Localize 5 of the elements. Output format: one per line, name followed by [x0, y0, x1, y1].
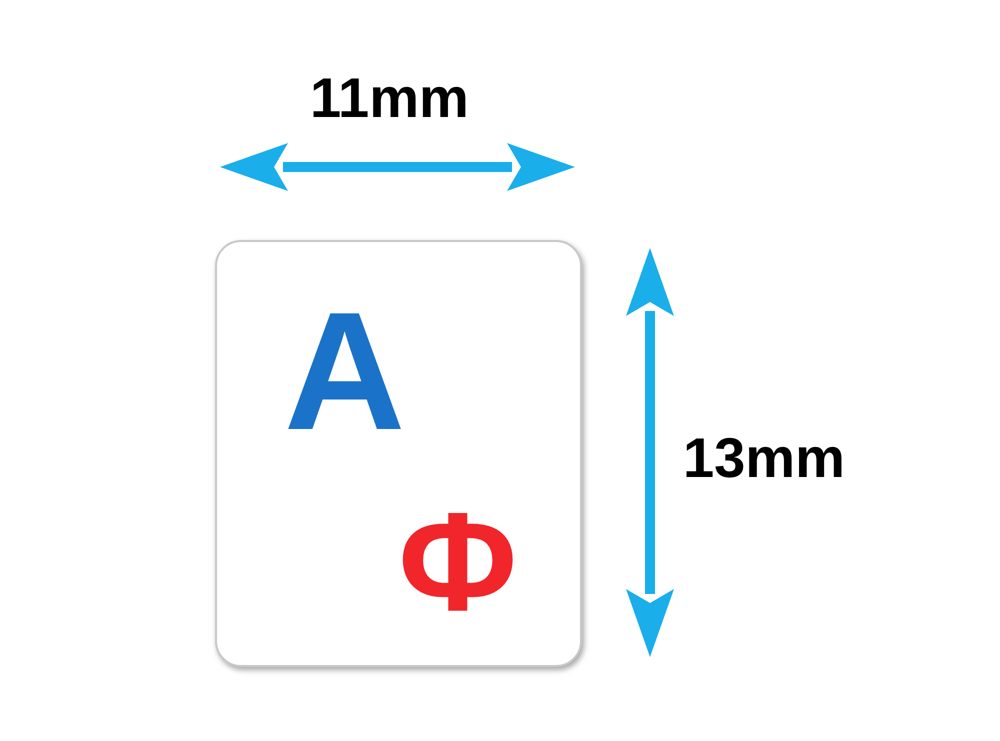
- latin-letter: A: [284, 287, 406, 455]
- dimension-label: 13mm: [683, 430, 845, 486]
- key-sticker: [215, 240, 582, 667]
- dimension-label: 11mm: [310, 70, 469, 126]
- cyrillic-letter: Ф: [398, 492, 518, 632]
